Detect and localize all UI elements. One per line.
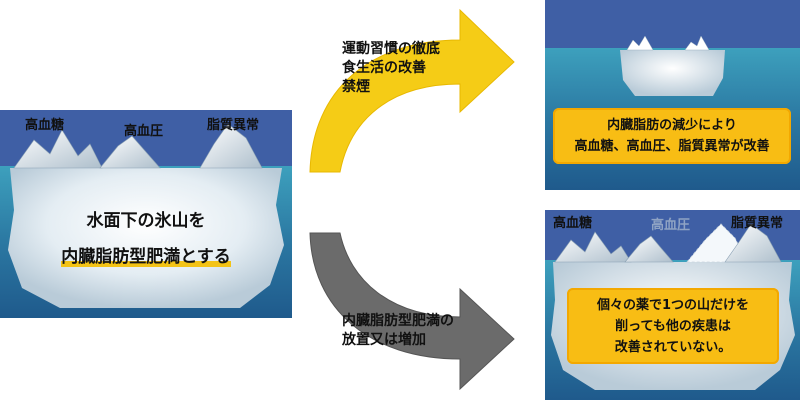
label-hyperglycemia: 高血糖: [25, 118, 65, 133]
main-text-line2-underlined: 内臓脂肪型肥満とする: [61, 247, 231, 267]
left-iceberg-panel: 高血糖 高血圧 脂質異常 水面下の氷山を 内臓脂肪型肥満とする: [0, 110, 292, 318]
unchanged-result-line2: 削っても他の疾患は: [615, 318, 731, 334]
worsening-condition: 内臓脂肪型肥満の 放置又は増加: [342, 312, 454, 350]
condition-line1: 内臓脂肪型肥満の: [342, 313, 454, 329]
label-hypertension: 高血圧: [124, 124, 164, 139]
unchanged-result-line1: 個々の薬で1つの山だけを: [596, 297, 750, 313]
label-dyslipidemia-2: 脂質異常: [731, 216, 784, 231]
improvement-result-box: 内臓脂肪の減少により 高血糖、高血圧、脂質異常が改善: [553, 108, 791, 164]
label-dyslipidemia: 脂質異常: [207, 118, 260, 133]
unchanged-result-line3: 改善されていない。: [614, 339, 732, 355]
main-text-line1: 水面下の氷山を: [86, 211, 206, 231]
action-no-smoking: 禁煙: [342, 79, 370, 95]
worsening-arrow: [309, 232, 515, 391]
label-hyperglycemia-2: 高血糖: [553, 216, 593, 231]
unchanged-result-box: 個々の薬で1つの山だけを 削っても他の疾患は 改善されていない。: [567, 288, 779, 364]
unchanged-iceberg-panel: 高血糖 高血圧 脂質異常 個々の薬で1つの山だけを 削っても他の疾患は 改善され…: [545, 210, 800, 400]
condition-line2: 放置又は増加: [342, 332, 426, 348]
improved-iceberg-panel: 内臓脂肪の減少により 高血糖、高血圧、脂質異常が改善: [545, 0, 800, 190]
improvement-result-line2: 高血糖、高血圧、脂質異常が改善: [574, 139, 770, 154]
label-hypertension-2: 高血圧: [651, 218, 691, 233]
improvement-actions: 運動習慣の徹底 食生活の改善 禁煙: [342, 40, 440, 97]
action-exercise: 運動習慣の徹底: [342, 41, 440, 57]
improvement-result-line1: 内臓脂肪の減少により: [607, 118, 737, 133]
action-diet: 食生活の改善: [342, 60, 426, 76]
main-text-line2: 内臓脂肪型肥満とする: [0, 242, 292, 267]
improvement-arrow: [309, 8, 515, 173]
left-iceberg-illustration: [0, 110, 292, 318]
